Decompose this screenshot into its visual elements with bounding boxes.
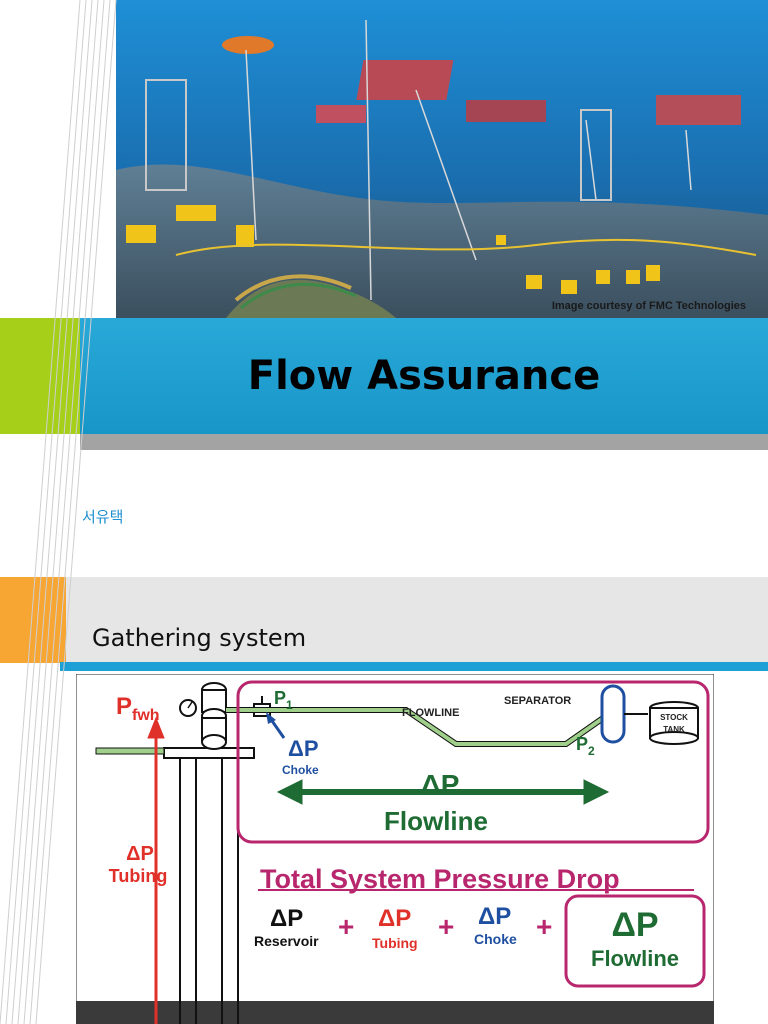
subsea-field-image	[116, 0, 768, 318]
wellhead-stack	[201, 682, 227, 750]
p-fwh-label: Pfwh	[116, 693, 160, 724]
flowline-double-arrow	[276, 779, 610, 805]
separator-vessel	[600, 684, 626, 744]
stock-tank-icon	[649, 701, 699, 745]
dp-flowline-symbol: ΔP	[421, 769, 460, 800]
eq-choke-label: Choke	[474, 931, 517, 947]
flowline-caption: FLOWLINE	[402, 707, 459, 719]
header-underline	[60, 662, 768, 671]
slide-header-band	[66, 577, 768, 663]
separator-caption: SEPARATOR	[504, 695, 571, 707]
stock-tank-caption-2: TANK	[663, 725, 685, 734]
divider-strip	[80, 434, 768, 450]
eq-flowline-label: Flowline	[591, 946, 679, 971]
image-credit: Image courtesy of FMC Technologies	[551, 300, 746, 312]
eq-plus-1: +	[338, 911, 354, 942]
eq-choke-symbol: ΔP	[478, 903, 511, 930]
eq-plus-3: +	[536, 911, 552, 942]
dp-choke-label: Choke	[282, 763, 319, 777]
eq-tubing-label: Tubing	[372, 935, 418, 951]
casing-flange	[163, 747, 255, 759]
eq-reservoir-symbol: ΔP	[270, 905, 303, 932]
slide-title: Flow Assurance	[247, 353, 601, 399]
dp-choke-symbol: ΔP	[288, 736, 319, 761]
author-name: 서유택	[82, 508, 124, 526]
dp-flowline-label: Flowline	[384, 806, 488, 836]
ground-layer	[76, 1001, 714, 1024]
eq-tubing-symbol: ΔP	[378, 905, 411, 932]
eq-plus-2: +	[438, 911, 454, 942]
eq-flowline-symbol: ΔP	[611, 906, 658, 944]
title-band	[80, 318, 768, 434]
flowline-region-box	[236, 680, 710, 844]
dp-tubing-symbol: ΔP	[126, 843, 154, 865]
accent-bar-green	[0, 318, 80, 434]
wellbore	[179, 754, 239, 1024]
total-pressure-drop-heading: Total System Pressure Drop	[260, 864, 620, 894]
p2-label: P2	[576, 734, 595, 758]
gathering-system-diagram: Pfwh P1 P2 FLOWLINE SEPARATOR STOCK TANK…	[76, 674, 714, 1024]
tubing-arrow	[147, 716, 165, 1024]
accent-block-orange	[0, 577, 66, 663]
eq-reservoir-label: Reservoir	[254, 933, 319, 949]
stock-tank-caption: STOCK	[660, 713, 688, 722]
slide-subtitle: Gathering system	[92, 624, 307, 652]
p1-label: P1	[274, 688, 293, 712]
flowline-term-box	[564, 894, 706, 988]
side-outlet-pipe	[95, 747, 165, 755]
dp-tubing-label: Tubing	[109, 866, 168, 886]
